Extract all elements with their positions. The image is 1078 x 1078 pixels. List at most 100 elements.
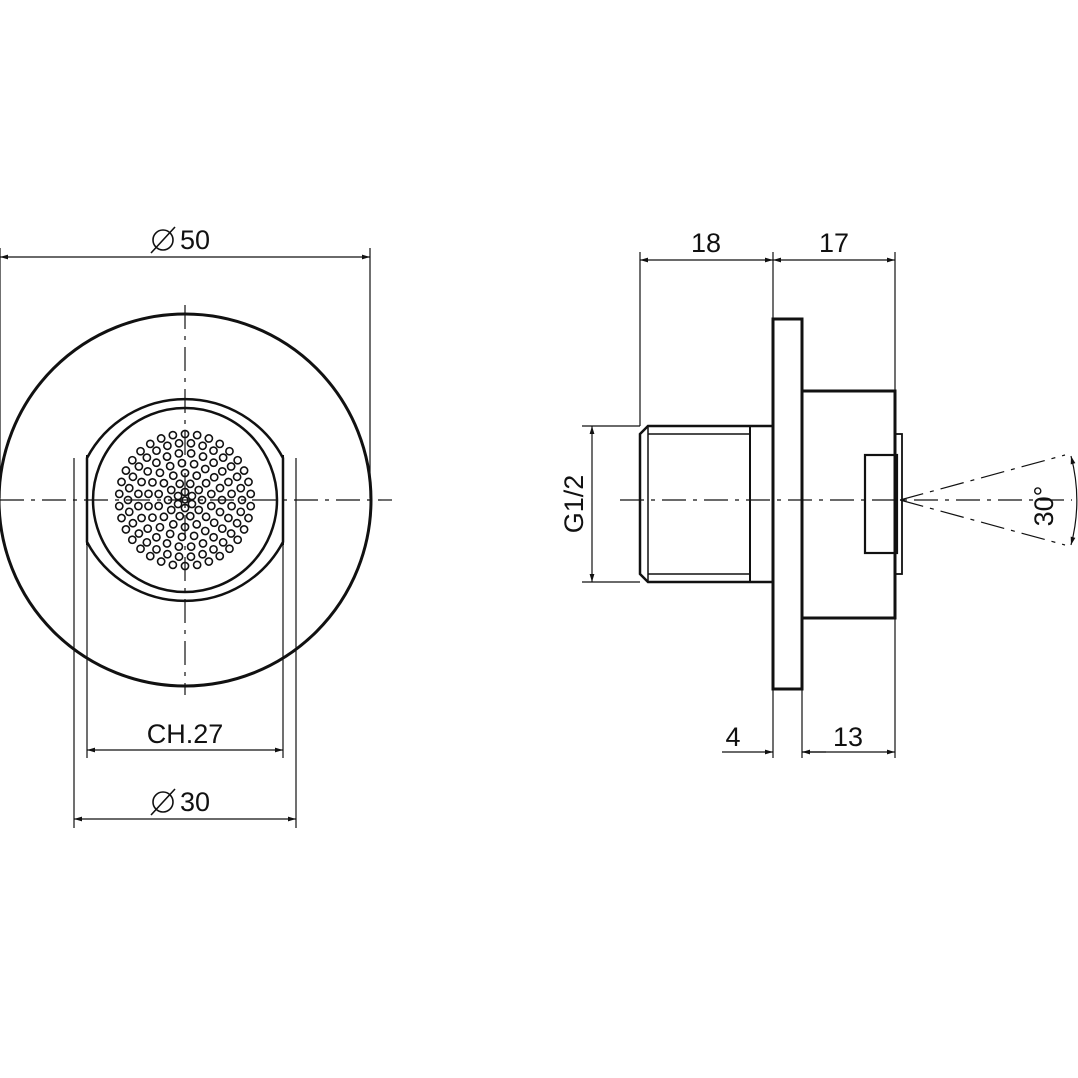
nozzle-hole [215, 483, 225, 493]
nozzle-hole [225, 544, 234, 554]
nozzle-hole [174, 448, 184, 458]
nozzle-hole [200, 526, 210, 536]
nozzle-hole [204, 557, 214, 566]
nozzle-hole [159, 478, 169, 488]
nozzle-hole [145, 439, 155, 449]
nozzle-hole [114, 501, 124, 511]
nozzle-hole [166, 485, 176, 495]
nozzle-hole [136, 446, 145, 456]
nozzle-hole [226, 529, 236, 538]
nozzle-hole [192, 471, 202, 481]
nozzle-hole [180, 522, 190, 532]
nozzle-hole [177, 458, 187, 468]
nozzle-hole [227, 489, 236, 499]
nozzle-hole [175, 479, 185, 489]
nozzle-hole [121, 466, 131, 475]
nozzle-hole [128, 518, 138, 528]
nozzle-hole [133, 501, 143, 511]
dim-label-13: 13 [833, 722, 863, 752]
nozzle-hole [168, 471, 178, 481]
nozzle-hole [162, 539, 172, 548]
nozzle-insert [863, 453, 899, 555]
nozzle-hole [189, 531, 199, 541]
nozzle-hole [168, 560, 178, 570]
nozzle-hole [201, 512, 211, 522]
nozzle-hole [217, 495, 227, 505]
nozzle-hole [143, 524, 153, 534]
nozzle-face-circle [91, 406, 279, 594]
nozzle-hole [174, 552, 184, 562]
spray-line-upper [899, 454, 1066, 501]
nozzle-hole [137, 477, 146, 487]
nozzle-hole [154, 489, 164, 499]
nozzle-hole [218, 537, 228, 547]
nozzle-hole [209, 544, 218, 554]
nozzle-hole [117, 513, 126, 523]
nozzle-hole [192, 430, 202, 440]
nozzle-hole [194, 485, 204, 495]
nozzle-hole [155, 522, 165, 532]
nozzle-hole [151, 458, 161, 468]
nozzle-hole [201, 478, 211, 488]
nozzle-hole [185, 511, 195, 521]
nozzle-cap [894, 433, 903, 575]
nozzle-hole [162, 441, 172, 451]
threaded-shank [638, 424, 775, 584]
nozzle-hole [145, 551, 155, 561]
flange-outer-circle [0, 312, 373, 688]
nozzle-hole [215, 551, 225, 561]
nozzle-hole [124, 483, 134, 493]
nozzle-hole [144, 489, 153, 499]
nozzle-hole [215, 439, 225, 449]
nozzle-hole [180, 487, 190, 497]
nozzle-hole [186, 448, 196, 458]
front-view [0, 226, 392, 828]
nozzle-hole [180, 429, 190, 439]
nozzle-hole [224, 477, 233, 487]
nozzle-hole [217, 466, 227, 476]
dim-label-diameter-50: 50 [180, 225, 210, 255]
nozzle-hole [175, 511, 185, 521]
nozzle-hole [206, 489, 216, 499]
nozzle-hole [154, 501, 164, 511]
dim-label-g12: G1/2 [559, 475, 589, 534]
nozzle-hole [180, 468, 190, 478]
nozzle-hole [217, 524, 227, 534]
nozzle-hole [177, 532, 187, 542]
head-body [800, 389, 897, 620]
nozzle-hole [165, 461, 175, 471]
nozzle-hole [148, 477, 157, 487]
nozzle-hole [198, 441, 208, 451]
nozzle-hole [209, 518, 219, 528]
nozzle-hole [187, 499, 197, 509]
nozzle-hole [148, 513, 157, 523]
nozzle-hole [187, 491, 197, 501]
nozzle-hole [173, 491, 183, 501]
nozzle-hole [200, 464, 210, 474]
side-view [582, 252, 1078, 758]
nozzle-hole [239, 466, 249, 475]
nozzle-hole [134, 462, 144, 471]
nozzle-holes [114, 429, 256, 571]
nozzle-hole [206, 501, 216, 511]
nozzle-hole [156, 557, 166, 566]
nozzle-hole [198, 452, 208, 461]
nozzle-hole [226, 462, 236, 471]
dim-label-diameter-30: 30 [180, 787, 210, 817]
nozzle-hole [180, 503, 190, 513]
nozzle-hole [198, 539, 208, 548]
nozzle-hole [144, 501, 153, 511]
nozzle-hole [151, 532, 161, 542]
nozzle-hole [136, 544, 145, 554]
spray-angle-arc [1070, 455, 1078, 546]
nozzle-hole [142, 453, 152, 463]
nozzle-hole [186, 552, 196, 562]
nozzle-hole [218, 453, 228, 463]
nozzle-hole [159, 512, 169, 522]
nozzle-hole [227, 501, 236, 511]
nozzle-hole [121, 525, 131, 534]
nozzle-hole [168, 519, 178, 529]
nozzle-hole [224, 513, 233, 523]
nozzle-hole [186, 438, 196, 448]
